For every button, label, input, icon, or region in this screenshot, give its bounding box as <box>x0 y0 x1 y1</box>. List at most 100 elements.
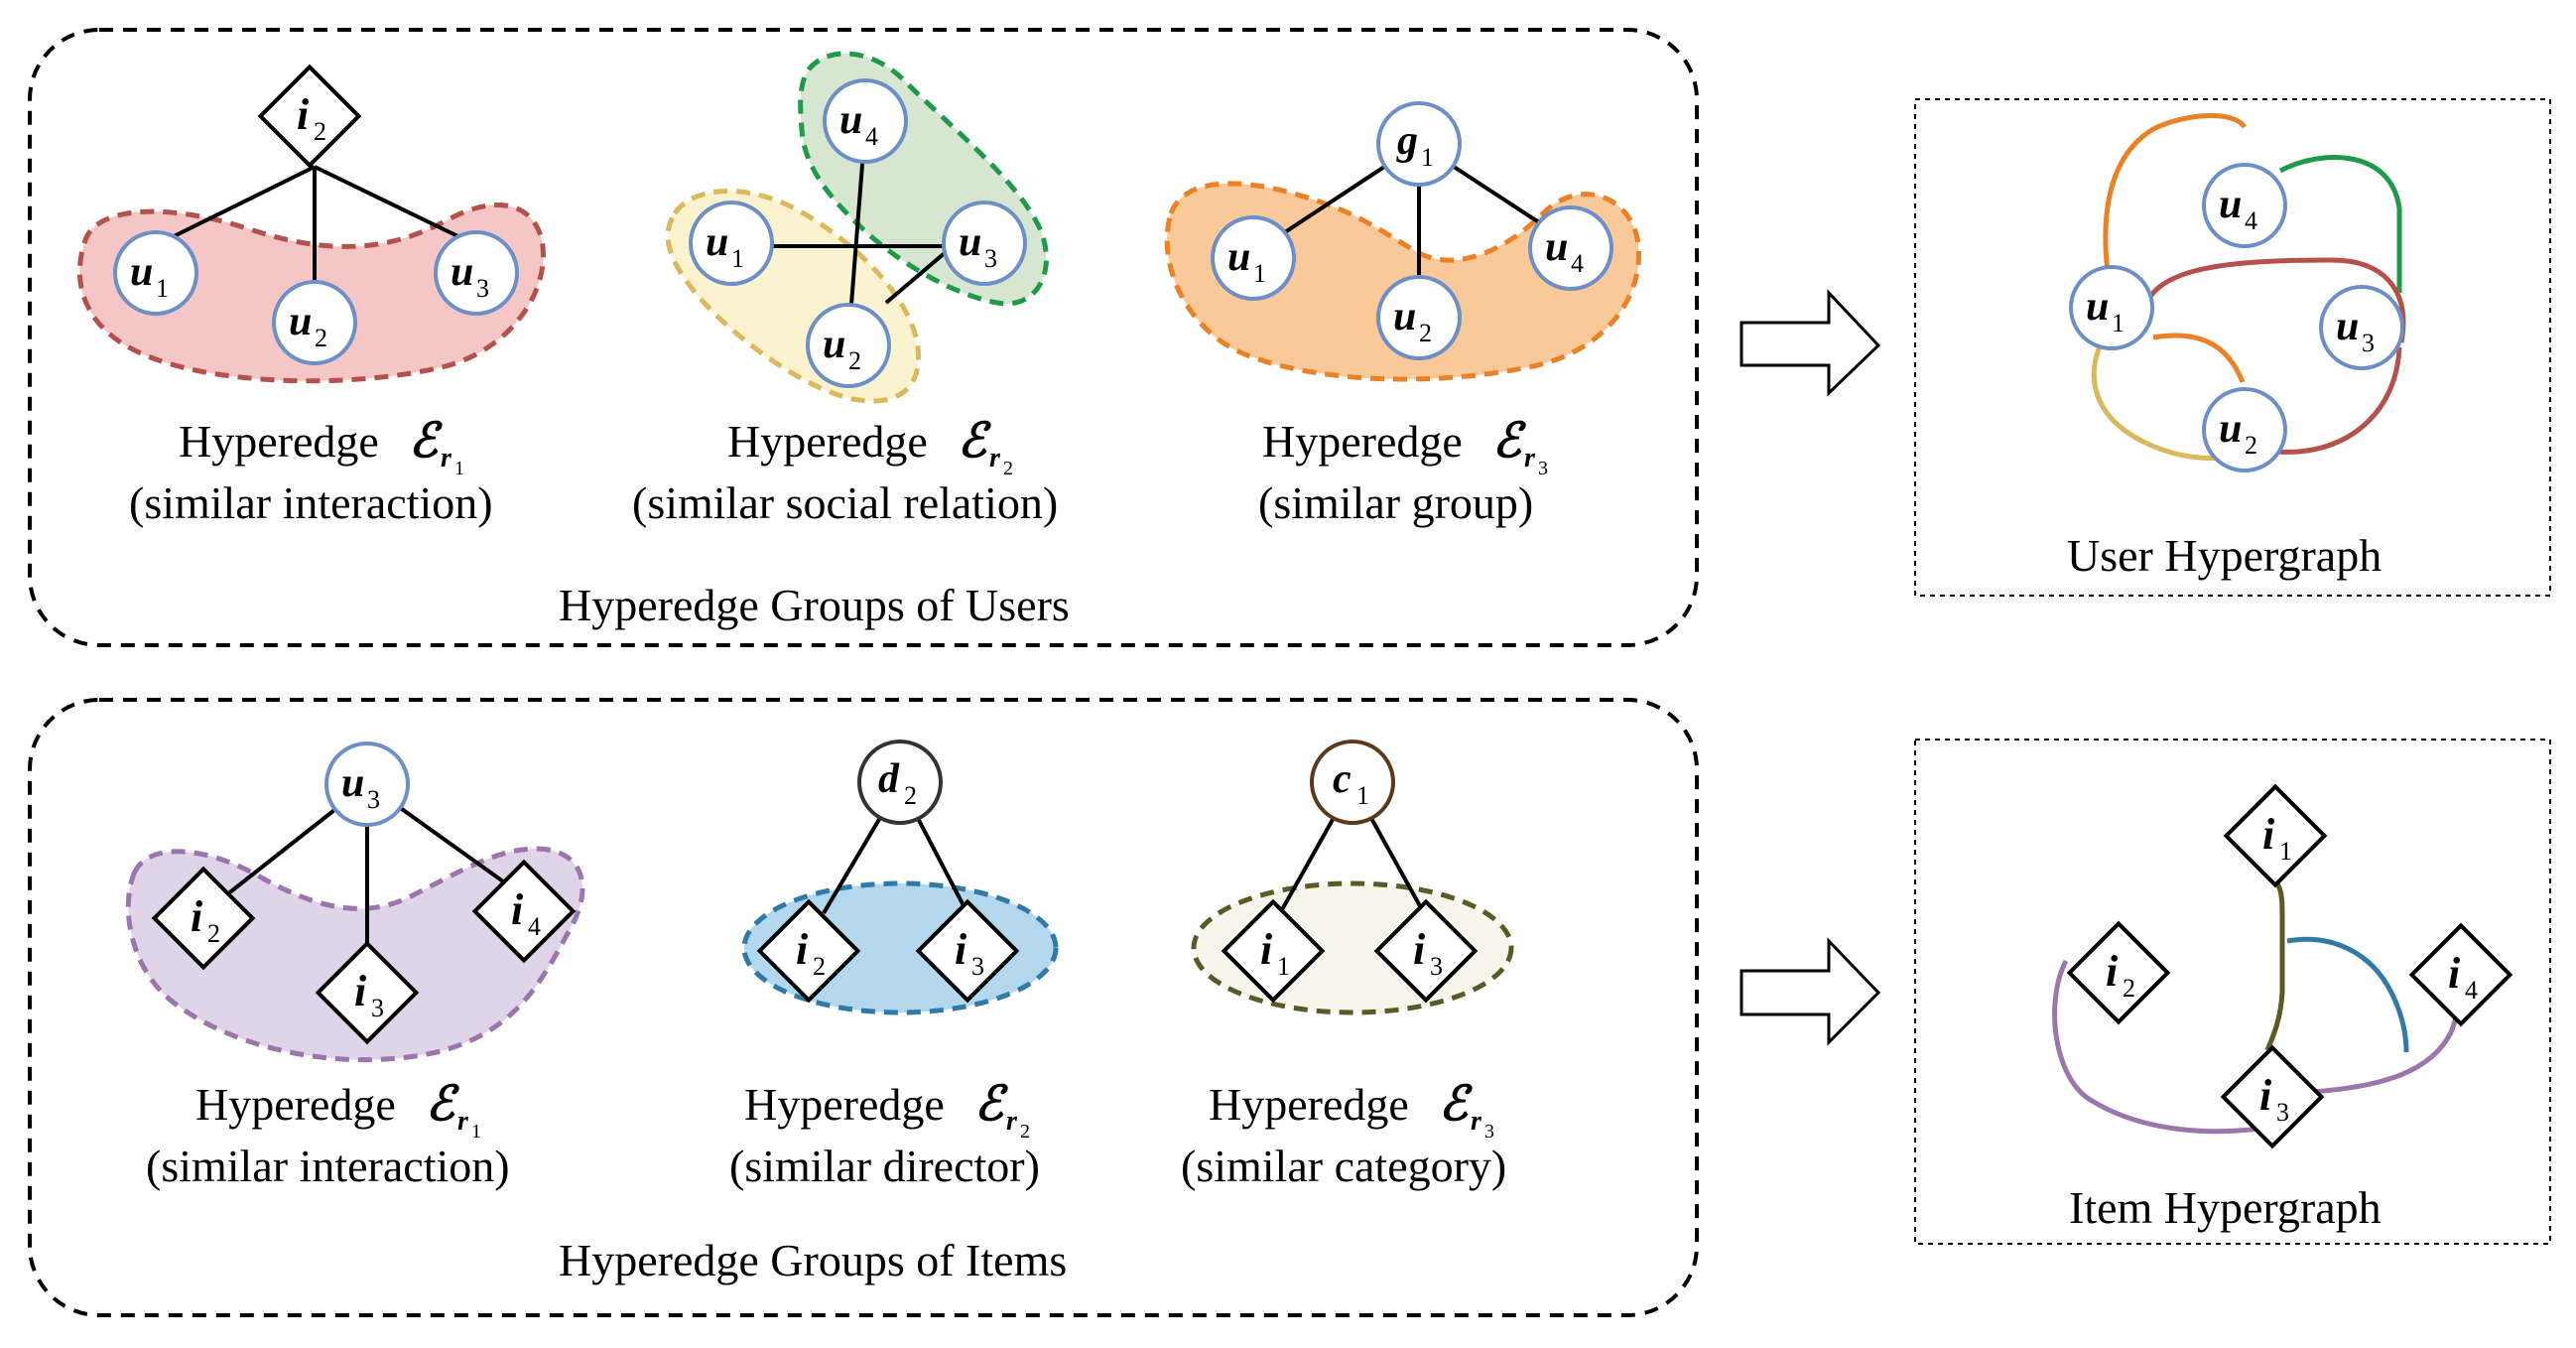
svg-text:Hyperedge: Hyperedge <box>195 1079 396 1130</box>
svg-text:4: 4 <box>2245 206 2257 235</box>
svg-text:Hyperedge: Hyperedge <box>744 1079 945 1130</box>
svg-text:ℰ: ℰ <box>1439 1078 1474 1131</box>
svg-text:c: c <box>1333 756 1352 802</box>
svg-text:d: d <box>878 756 900 802</box>
svg-text:1: 1 <box>731 244 744 273</box>
svg-text:Hyperedge: Hyperedge <box>1209 1079 1409 1130</box>
svg-text:4: 4 <box>1571 249 1584 278</box>
svg-text:1: 1 <box>454 458 464 479</box>
svg-text:(similar interaction): (similar interaction) <box>146 1141 510 1191</box>
svg-text:1: 1 <box>471 1121 481 1143</box>
svg-text:3: 3 <box>476 274 489 303</box>
svg-text:ℰ: ℰ <box>409 415 444 468</box>
svg-text:1: 1 <box>2112 309 2125 337</box>
svg-text:u: u <box>1227 234 1250 280</box>
item-caption-r2: Hyperedge ℰ r 2 (similar director) <box>729 1078 1040 1191</box>
svg-text:1: 1 <box>156 274 169 303</box>
users-group-box <box>28 28 1699 647</box>
item-caption-r3: Hyperedge ℰ r 3 (similar category) <box>1181 1078 1506 1191</box>
svg-text:3: 3 <box>2276 1098 2289 1127</box>
svg-text:2: 2 <box>1020 1121 1030 1143</box>
svg-text:r: r <box>457 1106 469 1137</box>
svg-text:3: 3 <box>371 994 384 1022</box>
svg-text:u: u <box>823 322 845 367</box>
user-caption-r2: Hyperedge ℰ r 2 (similar social relation… <box>632 415 1058 528</box>
svg-text:u: u <box>130 249 153 295</box>
svg-text:i: i <box>2262 810 2275 859</box>
svg-text:i: i <box>1260 925 1273 974</box>
svg-text:u: u <box>2219 406 2242 452</box>
svg-text:2: 2 <box>2123 974 2135 1003</box>
svg-text:u: u <box>2336 304 2359 349</box>
svg-text:1: 1 <box>1253 259 1266 288</box>
svg-text:u: u <box>839 97 862 143</box>
svg-text:Hyperedge: Hyperedge <box>727 416 928 467</box>
svg-text:ℰ: ℰ <box>958 415 992 468</box>
svg-text:i: i <box>796 925 809 974</box>
svg-text:2: 2 <box>315 324 327 352</box>
svg-text:ℰ: ℰ <box>1492 415 1527 468</box>
svg-text:r: r <box>441 443 452 473</box>
svg-text:1: 1 <box>1421 143 1434 172</box>
svg-text:3: 3 <box>1538 458 1548 479</box>
svg-text:u: u <box>1545 224 1568 270</box>
svg-text:i: i <box>354 967 367 1015</box>
svg-text:u: u <box>2219 182 2242 227</box>
svg-text:i: i <box>955 925 967 974</box>
arrow-right-icon <box>1739 289 1881 397</box>
svg-text:r: r <box>1006 1106 1018 1137</box>
item-caption-r1: Hyperedge ℰ r 1 (similar interaction) <box>146 1078 510 1191</box>
svg-text:(similar social relation): (similar social relation) <box>632 477 1058 528</box>
svg-text:u: u <box>2086 284 2109 330</box>
svg-text:2: 2 <box>848 346 861 375</box>
user-caption-r3: Hyperedge ℰ r 3 (similar group) <box>1258 415 1548 528</box>
item-hypergraph-box <box>1914 739 2551 1245</box>
svg-text:u: u <box>706 219 728 265</box>
svg-text:2: 2 <box>1419 319 1432 347</box>
svg-text:2: 2 <box>904 781 917 810</box>
items-group-box <box>28 698 1699 1317</box>
svg-text:3: 3 <box>367 785 380 814</box>
item-hypergraph-title: Item Hypergraph <box>2069 1182 2382 1233</box>
svg-text:u: u <box>451 249 473 295</box>
user-hypergraph-box <box>1914 98 2551 597</box>
svg-text:(similar group): (similar group) <box>1258 477 1533 528</box>
svg-text:g: g <box>1396 118 1418 164</box>
svg-text:1: 1 <box>2279 837 2292 866</box>
svg-text:Hyperedge: Hyperedge <box>179 416 379 467</box>
svg-text:(similar interaction): (similar interaction) <box>129 477 493 528</box>
svg-text:4: 4 <box>865 122 878 151</box>
svg-text:2: 2 <box>207 919 220 948</box>
svg-text:2: 2 <box>813 952 826 981</box>
svg-text:2: 2 <box>314 117 326 146</box>
